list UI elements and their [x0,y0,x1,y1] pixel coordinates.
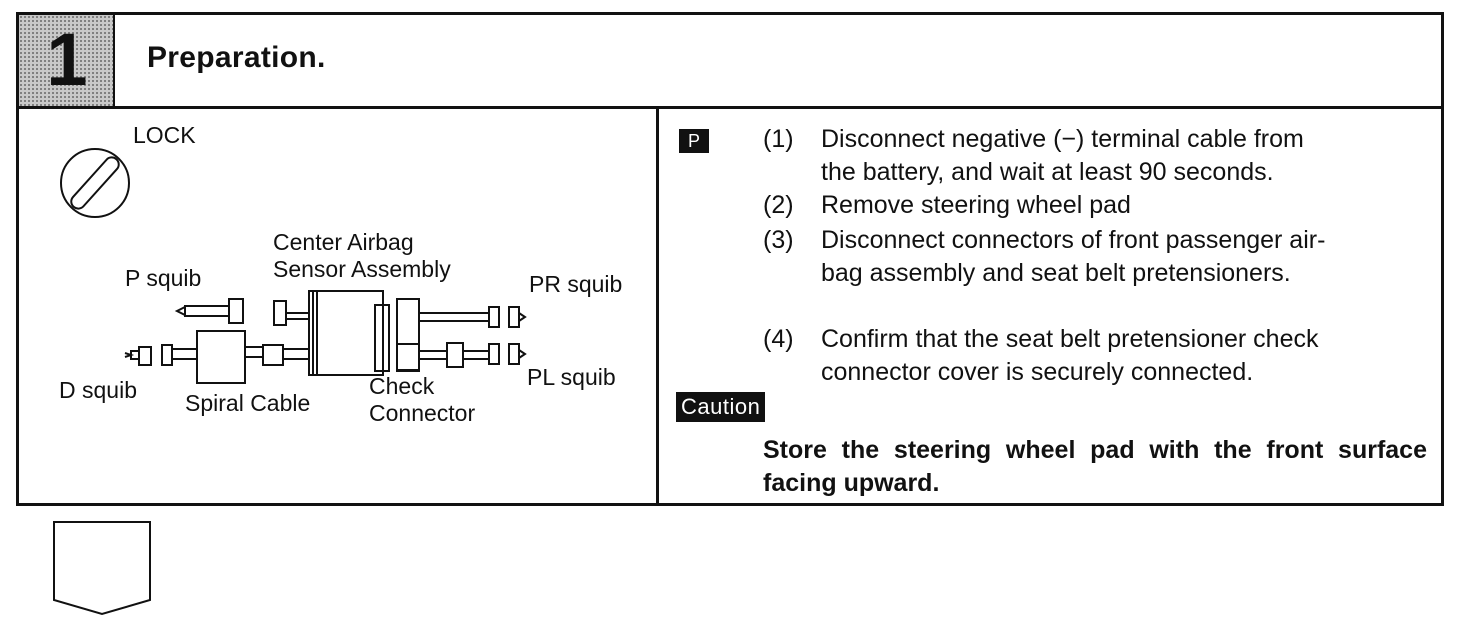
d-squib-label: D squib [59,377,137,403]
procedure-badge: P [679,129,709,153]
pl-squib-label: PL squib [527,364,616,390]
step-1-line-2: the battery, and wait at least 90 second… [821,158,1274,186]
step-3-line-2: bag assembly and seat belt pretensioners… [821,259,1291,287]
spiral-cable-label: Spiral Cable [185,390,310,416]
diagram-panel: LOCK Center Airbag Sensor Assembly P squ… [19,109,659,503]
caution-text: Store the steering wheel pad with the fr… [763,436,1427,497]
step-2-line-1: Remove steering wheel pad [821,191,1131,219]
step-2-number: (2) [763,191,794,219]
step-1-line-1: Disconnect negative (−) terminal cable f… [821,125,1304,153]
step-number: 1 [46,18,88,101]
step-1-number: (1) [763,125,794,153]
procedure-frame: 1 Preparation. LOCK Center Airbag Sensor… [16,12,1444,506]
lock-key-icon [60,148,130,218]
lock-label: LOCK [133,122,196,148]
check-connector-label-2: Connector [369,400,475,426]
step-4-line-1: Confirm that the seat belt pretensioner … [821,325,1319,353]
step-header: 1 Preparation. [19,15,1441,109]
step-4-line-2: connector cover is securely connected. [821,358,1254,386]
pr-squib-label: PR squib [529,271,622,297]
next-step-arrow-icon [53,521,151,616]
caution-badge: Caution [676,392,766,422]
check-connector-label-1: Check [369,373,435,399]
instructions-panel: P (1) Disconnect negative (−) terminal c… [659,109,1441,503]
step-3-number: (3) [763,226,794,254]
p-squib-label: P squib [125,265,201,291]
step-3-line-1: Disconnect connectors of front passenger… [821,226,1326,254]
center-airbag-label-1: Center Airbag [273,229,414,255]
step-title: Preparation. [147,41,326,74]
airbag-wiring-diagram: LOCK Center Airbag Sensor Assembly P squ… [59,122,622,426]
wiring-lines [124,290,527,384]
step-4-number: (4) [763,325,794,353]
step-number-box: 1 [19,15,115,106]
center-airbag-label-2: Sensor Assembly [273,256,451,282]
